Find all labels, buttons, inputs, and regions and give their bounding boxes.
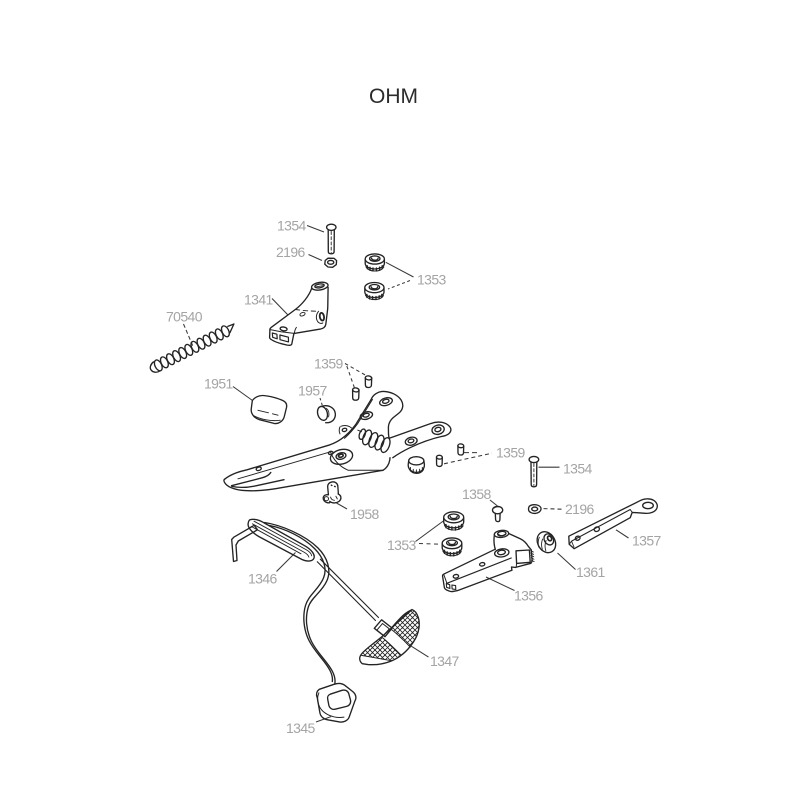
svg-text:1354: 1354 (277, 218, 307, 234)
svg-text:1951: 1951 (204, 376, 234, 392)
svg-text:1958: 1958 (350, 506, 380, 522)
svg-text:OHM: OHM (369, 85, 418, 108)
svg-text:1346: 1346 (248, 571, 278, 587)
svg-text:2196: 2196 (565, 501, 595, 517)
svg-text:1353: 1353 (417, 272, 447, 288)
svg-text:1357: 1357 (632, 533, 662, 549)
svg-text:70540: 70540 (166, 309, 203, 325)
svg-text:1361: 1361 (576, 564, 606, 580)
svg-text:1359: 1359 (496, 445, 526, 461)
svg-text:1356: 1356 (514, 588, 544, 604)
svg-text:1353: 1353 (387, 537, 417, 553)
svg-text:1957: 1957 (298, 383, 328, 399)
svg-text:1345: 1345 (286, 720, 316, 736)
svg-text:1358: 1358 (462, 486, 492, 502)
svg-text:1354: 1354 (563, 461, 593, 477)
svg-text:1359: 1359 (314, 356, 344, 372)
svg-text:1347: 1347 (430, 653, 460, 669)
svg-text:1341: 1341 (244, 292, 274, 308)
svg-text:2196: 2196 (276, 244, 306, 260)
